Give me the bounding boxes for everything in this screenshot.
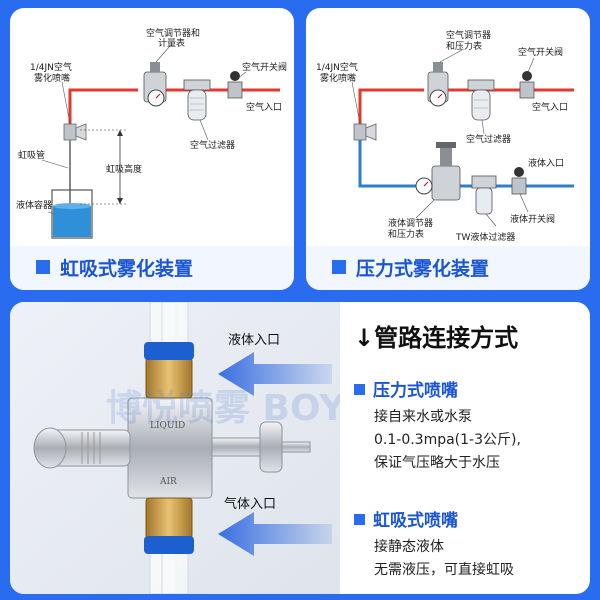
- p-label-nozzle-line1: 1/4JN空气: [316, 61, 358, 73]
- label-nozzle-line2: 雾化喷嘴: [34, 72, 70, 84]
- nozzle-product-photo: LIQUID AIR 液体入口 气体入口 博悦喷雾 BOYUE: [10, 302, 340, 594]
- pressure-diagram: 1/4JN空气 雾化喷嘴 空气调节器 和压力表 空气开关阀 空气入口 空气过滤器…: [316, 29, 574, 243]
- watermark-text: 博悦喷雾 BOYUE: [106, 388, 340, 429]
- siphon-nozzle-tip: [75, 123, 87, 141]
- p-label-air-filter: 空气过滤器: [466, 133, 511, 145]
- pressure-setup-card: 1/4JN空气 雾化喷嘴 空气调节器 和压力表 空气开关阀 空气入口 空气过滤器…: [306, 8, 590, 290]
- label-liquid-container: 液体容器: [16, 199, 52, 211]
- siphon-line-1: 接静态液体: [374, 539, 444, 555]
- air-filter-head: [183, 79, 211, 91]
- label-air-valve: 空气开关阀: [242, 61, 287, 73]
- p-label-air-valve: 空气开关阀: [518, 46, 563, 58]
- p-label-regulator-line2: 和压力表: [446, 40, 482, 52]
- liquid-fill: [53, 206, 91, 237]
- pressure-caption: 压力式雾化装置: [356, 258, 490, 280]
- p-label-regulator-line1: 空气调节器: [446, 29, 491, 41]
- bullet-icon: [354, 384, 365, 395]
- top-fitting-collar: [144, 342, 194, 360]
- pressure-nozzle-desc: 接自来水或水泵 0.1-0.3mpa(1-3公斤), 保证气压略大于水压: [374, 406, 521, 475]
- liquid-container-icon: [51, 189, 93, 239]
- siphon-nozzle-icon: [63, 123, 77, 141]
- label-regulator-line2: 计量表: [158, 37, 185, 49]
- liquid-inlet-arrow-icon: [218, 352, 332, 396]
- connection-heading: ↓管路连接方式: [354, 324, 519, 352]
- siphon-setup-card: 1/4JN空气 雾化喷嘴 空气调节器和 计量表 空气开关阀 空气入口 空气过滤器…: [10, 8, 294, 290]
- adjust-knob-icon: [259, 421, 283, 473]
- pressure-line-3: 保证气压略大于水压: [374, 455, 500, 471]
- label-siphon-tube: 虹吸管: [18, 149, 45, 161]
- liquid-inlet-label: 液体入口: [228, 333, 280, 348]
- p-label-tw-filter: TW液体过滤器: [455, 231, 515, 243]
- air-valve-icon: [227, 81, 243, 99]
- label-regulator-line1: 空气调节器和: [146, 27, 200, 39]
- air-filter-icon: [187, 89, 207, 121]
- nozzle-tip-icon: [33, 427, 67, 469]
- pressure-nozzle-title: 压力式喷嘴: [354, 376, 458, 401]
- siphon-caption: 虹吸式雾化装置: [60, 258, 194, 280]
- p-label-liquid-reg-line2: 和压力表: [388, 228, 424, 240]
- p-label-nozzle-line2: 雾化喷嘴: [320, 72, 356, 84]
- body-air-text: AIR: [159, 477, 177, 487]
- bottom-fitting-collar: [144, 536, 194, 554]
- caption-bullet-icon: [36, 260, 50, 274]
- siphon-caption-bar: 虹吸式雾化装置: [10, 246, 294, 290]
- pressure-line-2: 0.1-0.3mpa(1-3公斤),: [374, 432, 521, 448]
- connection-card: LIQUID AIR 液体入口 气体入口 博悦喷雾 BOYUE ↓管路连接方式 …: [10, 302, 590, 594]
- siphon-nozzle-desc: 接静态液体 无需液压，可直接虹吸: [374, 536, 514, 582]
- label-air-inlet: 空气入口: [246, 101, 282, 113]
- gas-inlet-arrow-icon: [218, 512, 332, 556]
- bullet-icon: [354, 514, 365, 525]
- label-air-filter: 空气过滤器: [190, 139, 235, 151]
- body-liquid-text: LIQUID: [150, 421, 185, 431]
- siphon-diagram: 1/4JN空气 雾化喷嘴 空气调节器和 计量表 空气开关阀 空气入口 空气过滤器…: [16, 27, 287, 239]
- pressure-line-1: 接自来水或水泵: [374, 409, 472, 425]
- gas-inlet-label: 气体入口: [224, 496, 276, 512]
- siphon-nozzle-title: 虹吸式喷嘴: [354, 506, 458, 531]
- p-label-liquid-valve: 液体开关阀: [510, 213, 555, 225]
- caption-bullet-icon: [332, 260, 346, 274]
- pressure-caption-bar: 压力式雾化装置: [306, 246, 590, 290]
- valve-knob: [230, 71, 240, 81]
- connection-panel: ↓管路连接方式 压力式喷嘴 接自来水或水泵 0.1-0.3mpa(1-3公斤),…: [346, 302, 590, 594]
- p-label-liquid-inlet: 液体入口: [528, 157, 564, 169]
- siphon-line-2: 无需液压，可直接虹吸: [374, 562, 514, 578]
- p-label-liquid-reg-line1: 液体调节器: [388, 217, 433, 229]
- liquid-surface: [53, 203, 91, 209]
- label-nozzle-line1: 1/4JN空气: [30, 61, 72, 73]
- p-label-air-inlet: 空气入口: [532, 101, 568, 113]
- label-siphon-height: 虹吸高度: [106, 163, 142, 175]
- siphon-air-line: [68, 88, 138, 130]
- bottom-push-fitting-icon: [145, 497, 193, 539]
